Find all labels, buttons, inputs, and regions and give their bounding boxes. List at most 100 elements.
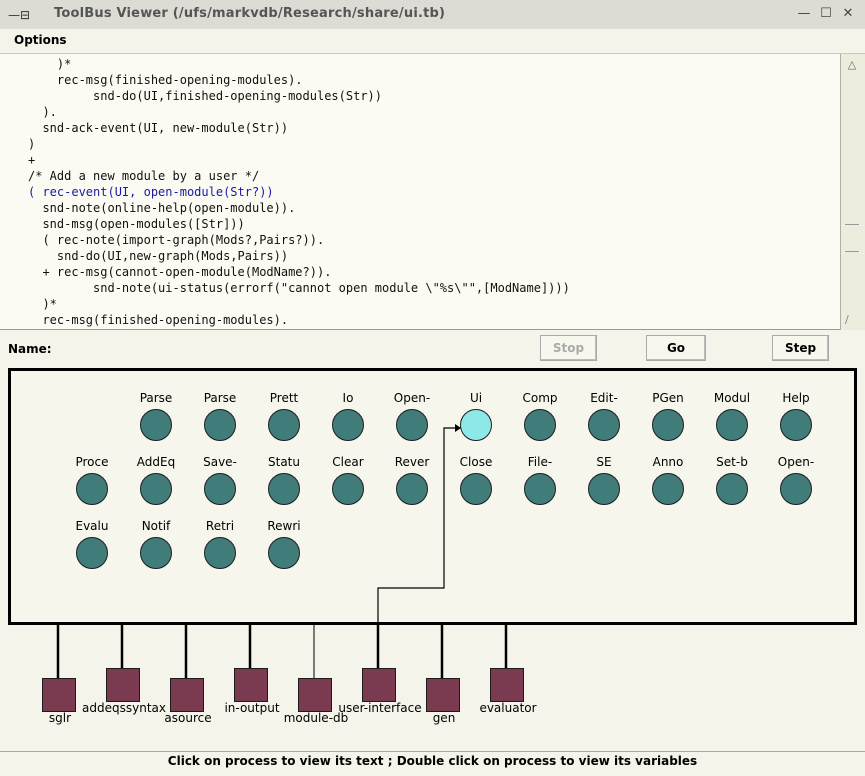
process-rever[interactable]: Rever [380, 455, 444, 525]
tool-in-output[interactable]: in-output [224, 668, 280, 728]
process-node[interactable] [204, 537, 236, 569]
process-help[interactable]: Help [764, 391, 828, 461]
process-node[interactable] [716, 473, 748, 505]
tool-node[interactable] [42, 678, 76, 712]
stop-button[interactable]: Stop [540, 335, 597, 361]
process-node[interactable] [140, 473, 172, 505]
process-close[interactable]: Close [444, 455, 508, 525]
process-label: Anno [652, 455, 684, 469]
process-edit[interactable]: Edit- [572, 391, 636, 461]
process-comp[interactable]: Comp [508, 391, 572, 461]
process-clear[interactable]: Clear [316, 455, 380, 525]
window-menu-icon[interactable]: —⊟ [8, 8, 31, 22]
tool-node[interactable] [490, 668, 524, 702]
scroll-thumb[interactable] [845, 224, 859, 252]
code-line: + [28, 153, 36, 167]
process-io[interactable]: Io [316, 391, 380, 461]
tool-user-interface[interactable]: user-interface [338, 668, 422, 728]
close-button[interactable]: ✕ [842, 6, 854, 21]
tool-node[interactable] [298, 678, 332, 712]
process-setb[interactable]: Set-b [700, 455, 764, 525]
process-rewri[interactable]: Rewri [252, 519, 316, 589]
tool-gen[interactable]: gen [426, 678, 462, 738]
process-node[interactable] [268, 409, 300, 441]
process-addeq[interactable]: AddEq [124, 455, 188, 525]
process-label: Retri [205, 519, 235, 533]
script-text-view[interactable]: )* rec-msg(finished-opening-modules). sn… [0, 54, 840, 330]
process-node[interactable] [268, 473, 300, 505]
tool-evaluator[interactable]: evaluator [479, 668, 537, 728]
tool-label: sglr [48, 711, 72, 725]
process-node[interactable] [332, 409, 364, 441]
process-statu[interactable]: Statu [252, 455, 316, 525]
menu-options[interactable]: Options [14, 33, 67, 47]
process-label: Open- [777, 455, 815, 469]
code-scrollbar[interactable]: △ ∕ [840, 54, 865, 330]
process-save[interactable]: Save- [188, 455, 252, 525]
process-evalu[interactable]: Evalu [60, 519, 124, 589]
process-node[interactable] [716, 409, 748, 441]
tool-node[interactable] [362, 668, 396, 702]
process-node[interactable] [460, 409, 492, 441]
process-label: PGen [652, 391, 684, 405]
process-notif[interactable]: Notif [124, 519, 188, 589]
process-node[interactable] [140, 409, 172, 441]
process-ui[interactable]: Ui [444, 391, 508, 461]
code-line: snd-msg(open-modules([Str])) [28, 217, 245, 231]
tool-module-db[interactable]: module-db [284, 678, 348, 738]
minimize-button[interactable]: — [797, 6, 811, 21]
menu-bar: Options [0, 29, 865, 54]
process-node[interactable] [396, 473, 428, 505]
process-anno[interactable]: Anno [636, 455, 700, 525]
process-node[interactable] [396, 409, 428, 441]
tool-sglr[interactable]: sglr [42, 678, 78, 738]
process-node[interactable] [204, 473, 236, 505]
process-open[interactable]: Open- [380, 391, 444, 461]
process-label: Comp [522, 391, 558, 405]
process-node[interactable] [524, 473, 556, 505]
process-node[interactable] [332, 473, 364, 505]
process-pgen[interactable]: PGen [636, 391, 700, 461]
process-node[interactable] [76, 537, 108, 569]
process-node[interactable] [204, 409, 236, 441]
go-button[interactable]: Go [646, 335, 706, 361]
tool-node[interactable] [106, 668, 140, 702]
process-node[interactable] [780, 409, 812, 441]
process-file[interactable]: File- [508, 455, 572, 525]
code-line: ( rec-event(UI, open-module(Str?)) [28, 185, 274, 199]
process-label: Clear [332, 455, 364, 469]
process-node[interactable] [460, 473, 492, 505]
process-node[interactable] [268, 537, 300, 569]
process-node[interactable] [140, 537, 172, 569]
process-node[interactable] [76, 473, 108, 505]
tool-node[interactable] [170, 678, 204, 712]
process-node[interactable] [652, 409, 684, 441]
code-line: snd-ack-event(UI, new-module(Str)) [28, 121, 289, 135]
process-retri[interactable]: Retri [188, 519, 252, 589]
process-node[interactable] [780, 473, 812, 505]
process-proce[interactable]: Proce [60, 455, 124, 525]
maximize-button[interactable]: ☐ [820, 6, 832, 21]
tool-node[interactable] [426, 678, 460, 712]
process-node[interactable] [652, 473, 684, 505]
process-se[interactable]: SE [572, 455, 636, 525]
process-open[interactable]: Open- [764, 455, 828, 525]
process-modul[interactable]: Modul [700, 391, 764, 461]
tool-node[interactable] [234, 668, 268, 702]
process-label: Edit- [590, 391, 618, 405]
step-button[interactable]: Step [772, 335, 829, 361]
process-label: Set-b [716, 455, 748, 469]
process-prett[interactable]: Prett [252, 391, 316, 461]
code-line: snd-note(ui-status(errorf("cannot open m… [28, 281, 570, 295]
process-node[interactable] [588, 473, 620, 505]
process-parse[interactable]: Parse [188, 391, 252, 461]
process-node[interactable] [588, 409, 620, 441]
process-label: Modul [713, 391, 751, 405]
process-parse[interactable]: Parse [124, 391, 188, 461]
process-node[interactable] [524, 409, 556, 441]
resize-grip-icon[interactable]: ∕ [845, 313, 849, 326]
name-label: Name: [8, 342, 52, 356]
tool-asource[interactable]: asource [164, 678, 212, 738]
scroll-up-icon[interactable]: △ [847, 58, 857, 71]
tool-addeqssyntax[interactable]: addeqssyntax [82, 668, 166, 728]
